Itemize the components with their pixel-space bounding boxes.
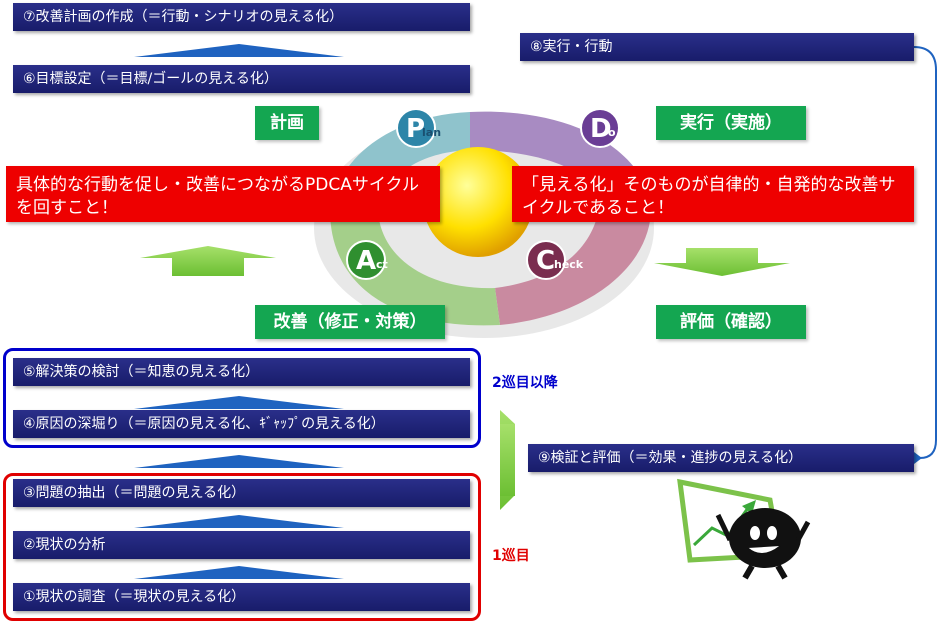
connector-8-to-9 <box>913 46 937 459</box>
step-1-bar: ①現状の調査（＝現状の見える化） <box>13 583 470 611</box>
plan-label: 計画 <box>255 106 319 140</box>
do-label: 実行（実施） <box>656 106 806 140</box>
callout-left: 具体的な行動を促し・改善につながるPDCAサイクルを回すこと！ <box>6 166 440 222</box>
check-label: 評価（確認） <box>656 305 806 339</box>
center-sphere <box>423 147 533 257</box>
round-1-frame <box>3 473 481 621</box>
step-arrow-triangle <box>134 44 344 57</box>
round-2-label: 2巡目以降 <box>492 375 558 391</box>
round-1-label: 1巡目 <box>492 548 530 564</box>
step-2-bar: ②現状の分析 <box>13 531 470 559</box>
step-arrow-triangle <box>134 566 344 579</box>
step-arrow-triangle <box>134 455 344 468</box>
act-label: 改善（修正・対策） <box>255 305 445 339</box>
step-arrow-triangle <box>134 515 344 528</box>
step-4-bar: ④原因の深堀り（＝原因の見える化、ｷﾞｬｯﾌﾟの見える化） <box>13 410 470 438</box>
arrow-down-right <box>654 248 790 276</box>
plan-badge-letter: P <box>406 114 426 144</box>
do-badge-letter: D <box>590 114 612 144</box>
step-9-bar: ⑨検証と評価（＝効果・進捗の見える化） <box>528 444 914 472</box>
character-illustration <box>677 478 811 580</box>
act-badge-suffix: ct <box>376 258 388 271</box>
step-8-bar: ⑧実行・行動 <box>520 33 914 61</box>
round-2-frame <box>3 348 481 448</box>
act-segment <box>330 210 500 326</box>
plan-badge-suffix: lan <box>422 126 442 139</box>
do-badge-suffix: o <box>608 126 616 139</box>
step-6-bar: ⑥目標設定（＝目標/ゴールの見える化） <box>13 65 470 93</box>
arrow-up-left <box>140 246 276 276</box>
step-5-bar: ⑤解決策の検討（＝知恵の見える化） <box>13 358 470 386</box>
check-badge-letter: C <box>536 246 556 276</box>
step-7-bar: ⑦改善計画の作成（＝行動・シナリオの見える化） <box>13 3 470 31</box>
act-badge-letter: A <box>356 246 377 276</box>
check-badge-suffix: heck <box>554 258 584 271</box>
callout-right: 「見える化」そのものが自律的・自発的な改善サイクルであること！ <box>512 166 914 222</box>
step-3-bar: ③問題の抽出（＝問題の見える化） <box>13 479 470 507</box>
step-arrow-triangle <box>134 396 344 409</box>
check-segment <box>495 195 652 325</box>
